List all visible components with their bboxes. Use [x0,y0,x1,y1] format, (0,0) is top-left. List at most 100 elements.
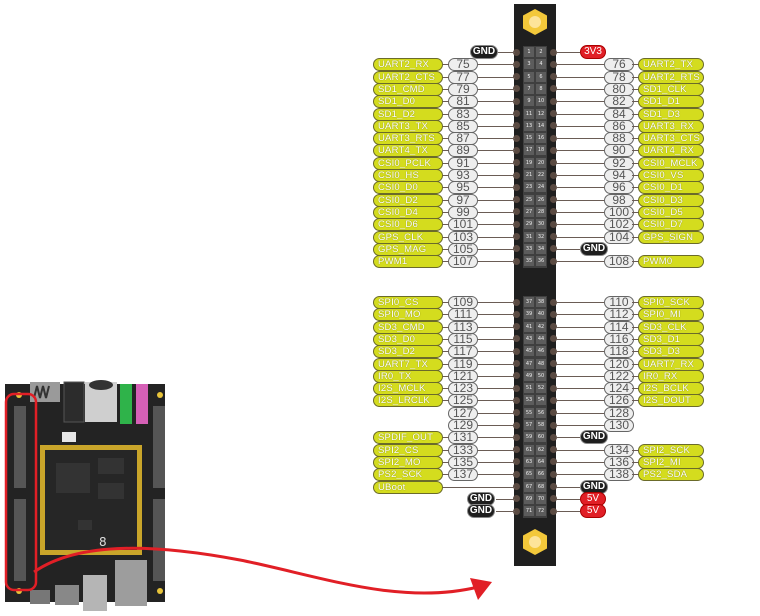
pin-wire [477,412,515,414]
pin-pad [513,298,520,306]
signal-label: UART3_TX [373,119,443,133]
pin-wire [440,449,449,451]
pin-number: 25 [524,194,534,205]
ethernet-port [115,560,147,606]
pin-wire [440,351,449,353]
pin-wire [440,101,449,103]
pin-number: 10 [536,96,546,107]
pin-number: 37 [524,297,534,307]
pin-wire [556,363,604,365]
signal-label: CSI0_D5 [638,205,704,219]
pin-number: 7 [524,83,534,94]
audio-jack-green [120,384,132,424]
pin-number: 43 [524,333,534,344]
signal-label: UART2_CTS [373,70,443,84]
arrowhead-icon [470,578,492,600]
gpio-number: 129 [448,419,478,432]
gpio-number: 120 [604,357,634,371]
pin-pad [550,159,557,167]
signal-label: SD1_D0 [373,95,443,109]
pin-pad [513,446,520,454]
signal-label: I2S_LRCLK [373,394,443,408]
pin-wire [556,400,604,402]
pin-wire [440,236,449,238]
pin-pad [513,483,520,490]
pin-column [523,46,547,269]
pin-pad [550,220,557,228]
pin-number: 8 [536,83,546,94]
pin-wire [477,101,515,103]
pin-pad [513,97,520,105]
gpio-number: 130 [604,419,634,432]
pin-pad [550,48,557,56]
signal-label: CSI0_VS [638,169,704,182]
pin-pad [550,60,557,68]
pin-wire [477,113,515,115]
signal-label: UART2_RTS [638,70,704,84]
pin-pad [550,335,557,343]
signal-label: I2S_BCLK [638,382,704,396]
pin-pad [550,245,557,253]
pin-wire [477,302,515,303]
signal-label: UBoot [373,480,443,494]
gpio-number: 133 [448,443,478,457]
pin-wire [556,314,604,316]
pin-wire [440,375,449,377]
gpio-number: 124 [604,382,634,396]
pin-wire [632,199,639,201]
pin-wire [556,211,604,213]
pin-wire [556,326,604,328]
pin-number: 6 [536,71,546,82]
pin-number: 65 [524,469,534,480]
pin-number: 42 [536,321,546,332]
pin-pad [513,196,520,204]
pin-pad [513,122,520,130]
signal-label: GPS_CLK [373,230,443,244]
pin-number: 59 [524,432,534,443]
pin-pad [513,208,520,216]
mount-hole-top-icon [523,9,547,35]
left-header-bottom [14,499,26,581]
pin-number: 11 [524,108,534,119]
signal-label: SD1_CMD [373,82,443,96]
gpio-number: 116 [604,332,634,346]
pin-number: 18 [536,145,546,156]
pin-pad [513,85,520,93]
pin-pad [550,298,557,306]
pin-wire [632,363,639,365]
pin-wire [632,187,639,189]
pin-wire [477,125,515,127]
pin-pad [550,73,557,81]
pin-pad [550,372,557,380]
pin-pad [513,257,520,265]
pin-number: 13 [524,120,534,131]
signal-label: CSI0_D4 [373,205,443,219]
pin-wire [477,150,515,152]
pin-wire [632,261,639,263]
pin-pad [513,159,520,167]
signal-label: CSI0_D1 [638,181,704,195]
gnd-badge: GND [467,504,495,519]
pin-number: 23 [524,182,534,193]
signal-label: SPI2_SCK [638,443,704,457]
pin-wire [477,461,515,463]
signal-label: SPI0_MO [373,308,443,322]
pin-pad [513,134,520,142]
signal-label: SD3_CMD [373,320,443,334]
pin-number: 69 [524,493,534,504]
signal-label: GPS_MAG [373,242,443,256]
pin-number: 49 [524,370,534,381]
pin-wire [556,425,604,426]
pin-wire [632,138,639,140]
pin-number: 29 [524,219,534,230]
pin-wire [477,211,515,213]
pin-wire [440,125,449,127]
pin-number: 38 [536,297,546,307]
signal-label: PS2_SCK [373,468,443,482]
pin-wire [477,351,515,353]
gpio-number: 107 [448,255,478,269]
pin-number: 44 [536,333,546,344]
pin-wire [556,64,604,66]
pin-pad [513,421,520,429]
